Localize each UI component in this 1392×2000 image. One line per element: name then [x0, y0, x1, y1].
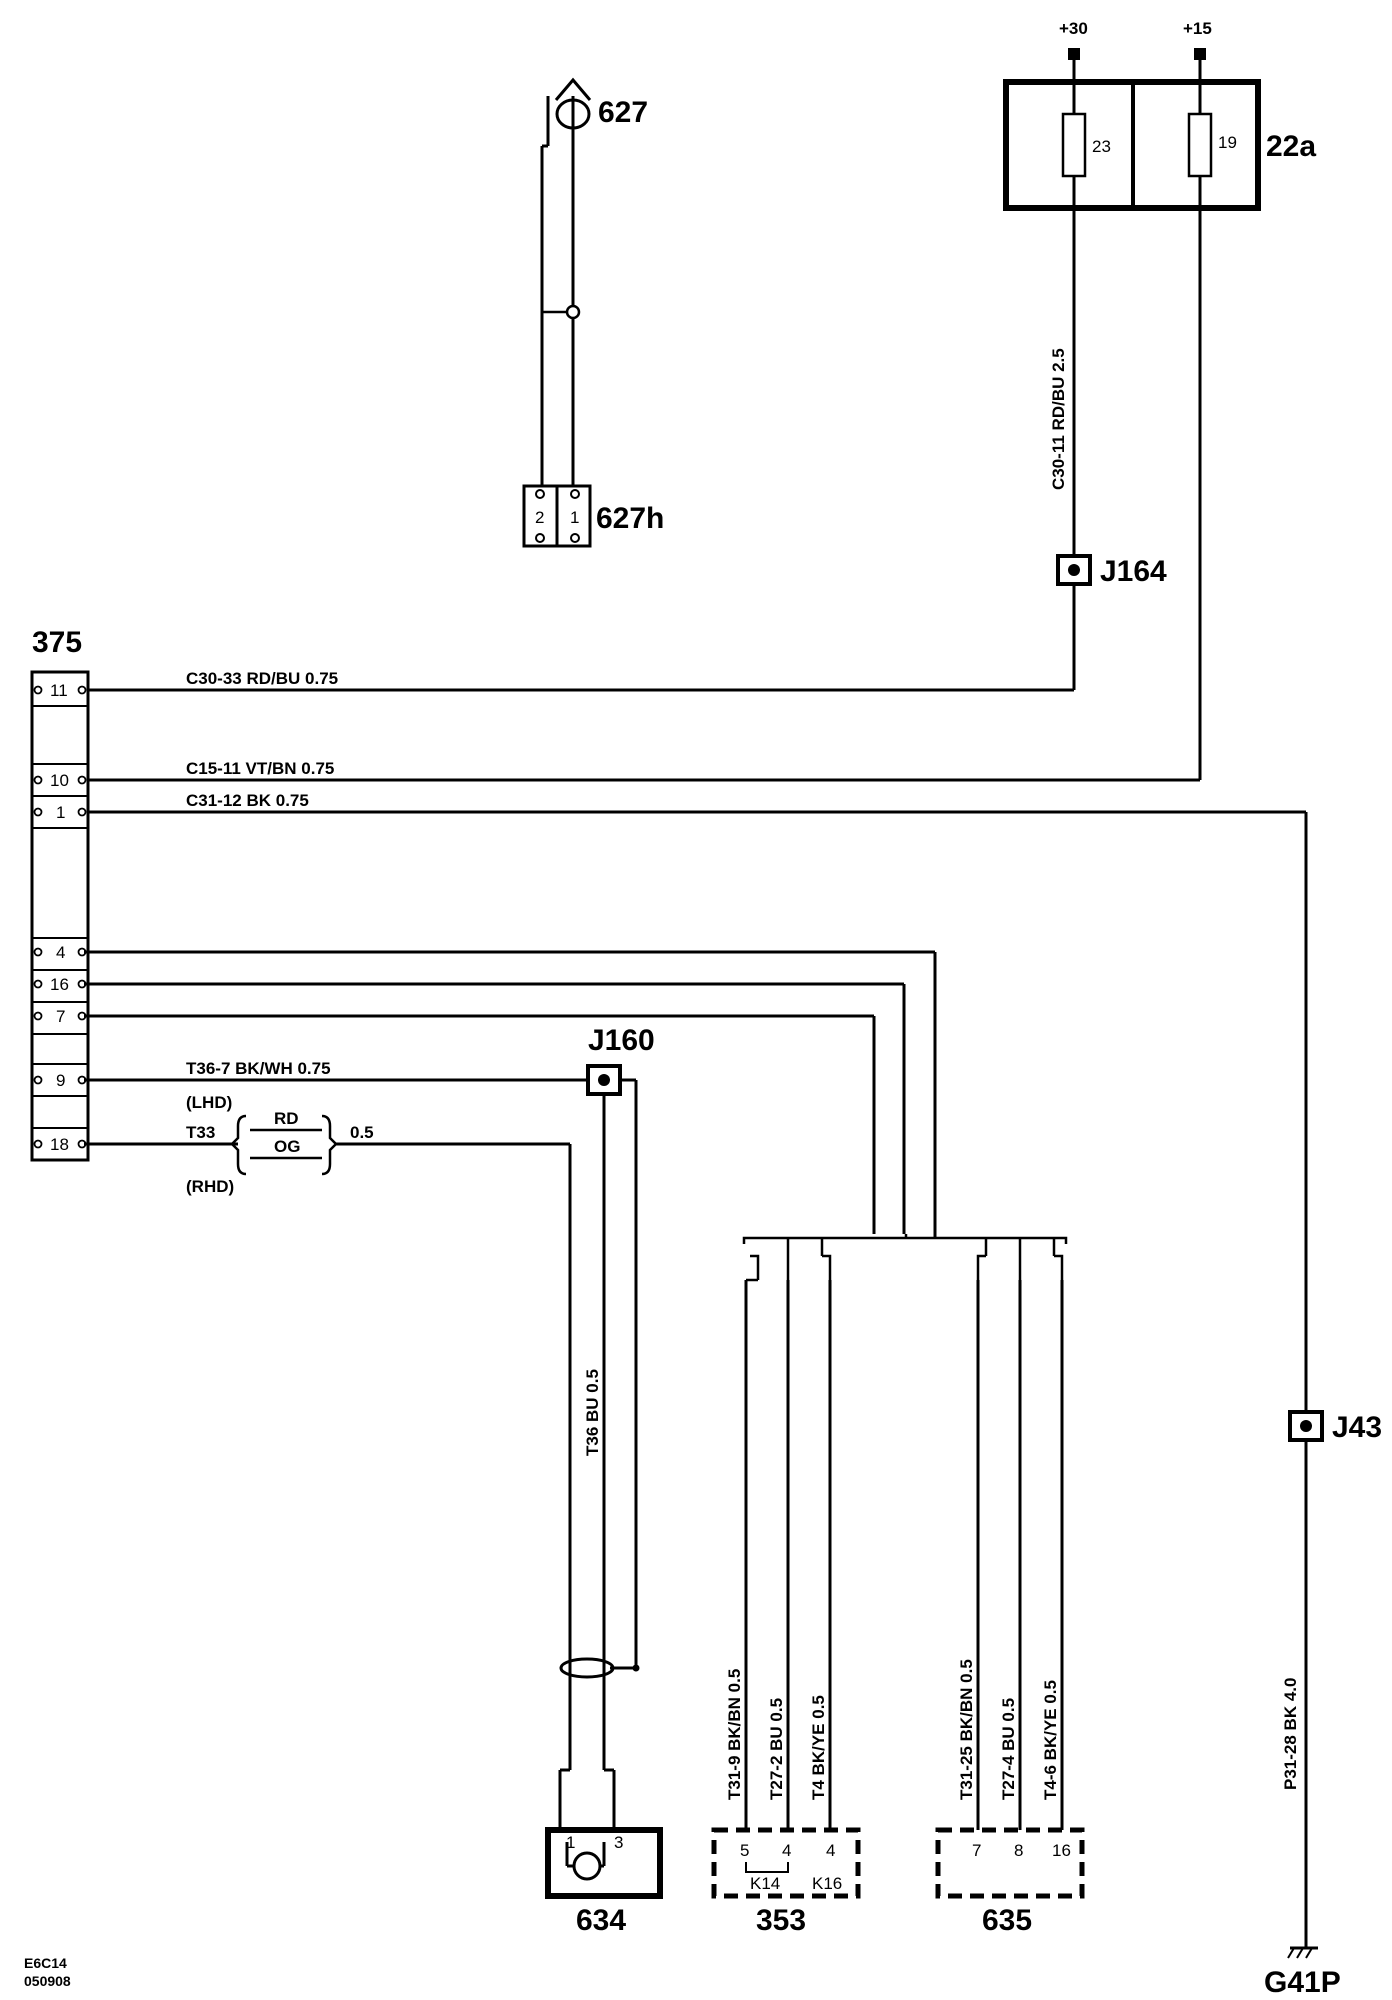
fuse-box-22a	[1003, 48, 1261, 211]
component-635-pin-8: 8	[1014, 1841, 1023, 1860]
connector-627h-label: 627h	[596, 502, 664, 535]
junction-j43	[1288, 1410, 1324, 1442]
fuse-box-22a-label: 22a	[1266, 130, 1316, 163]
connector-627h	[522, 484, 592, 548]
junction-j160-label: J160	[588, 1024, 655, 1057]
junction-j164	[1056, 554, 1092, 586]
wire-c15-11-label: C15-11 VT/BN 0.75	[186, 759, 334, 778]
antenna-627	[540, 77, 592, 490]
connector-375-pin-10: 10	[50, 771, 69, 790]
connector-375-label: 375	[32, 626, 82, 659]
variant-rd-label: RD	[274, 1109, 299, 1128]
fuse-23	[1061, 112, 1087, 178]
component-353	[711, 1827, 861, 1899]
component-634-pin-1: 1	[566, 1833, 575, 1852]
supply-plus30-label: +30	[1059, 19, 1088, 38]
wire-t27-4-label: T27-4 BU 0.5	[999, 1698, 1018, 1800]
variant-og-label: OG	[274, 1137, 300, 1156]
component-353-pin-5: 5	[740, 1841, 749, 1860]
connector-375-pin-7: 7	[56, 1007, 65, 1026]
connector-375	[30, 670, 90, 1162]
wire-t27-2-label: T27-2 BU 0.5	[767, 1698, 786, 1800]
wire-t4-6-label: T4-6 BK/YE 0.5	[1041, 1680, 1060, 1800]
wire-t31-25-label: T31-25 BK/BN 0.5	[957, 1659, 976, 1800]
component-634-label: 634	[576, 1904, 626, 1937]
component-635-pin-16: 16	[1052, 1841, 1071, 1860]
antenna-627-label: 627	[598, 96, 648, 129]
wire-t33-size-label: 0.5	[350, 1123, 374, 1142]
component-353-k14: K14	[750, 1874, 780, 1893]
junction-j164-label: J164	[1100, 555, 1167, 588]
component-635	[935, 1827, 1085, 1899]
junction-j43-label: J43	[1332, 1411, 1382, 1444]
ground-symbol	[1287, 1946, 1318, 1959]
wire-t31-9-label: T31-9 BK/BN 0.5	[725, 1669, 744, 1800]
wire-t33-label: T33	[186, 1123, 215, 1142]
wire-c31-12-label: C31-12 BK 0.75	[186, 791, 309, 810]
junction-j160	[586, 1064, 622, 1096]
component-635-pin-7: 7	[972, 1841, 981, 1860]
component-353-label: 353	[756, 1904, 806, 1937]
wire-c30-11-label: C30-11 RD/BU 2.5	[1049, 348, 1068, 490]
component-635-label: 635	[982, 1904, 1032, 1937]
wire-t4-label: T4 BK/YE 0.5	[809, 1695, 828, 1800]
footer-code: E6C14	[24, 1955, 67, 1971]
component-353-pin-4a: 4	[782, 1841, 791, 1860]
supply-plus15-label: +15	[1183, 19, 1212, 38]
component-634	[545, 1827, 663, 1899]
component-353-pin-4b: 4	[826, 1841, 835, 1860]
connector-375-pin-18: 18	[50, 1135, 69, 1154]
connector-627h-pin-1: 1	[570, 508, 579, 527]
connector-375-pin-16: 16	[50, 975, 69, 994]
variant-lhd-label: (LHD)	[186, 1093, 232, 1112]
wire-p31-28-label: P31-28 BK 4.0	[1281, 1678, 1300, 1790]
fuse-23-label: 23	[1092, 137, 1111, 156]
fuse-19-label: 19	[1218, 133, 1237, 152]
wire-t36-label: T36 BU 0.5	[583, 1369, 602, 1456]
connector-375-pin-9: 9	[56, 1071, 65, 1090]
connector-375-pin-1: 1	[56, 803, 65, 822]
component-353-k16: K16	[812, 1874, 842, 1893]
wire-t36-7-label: T36-7 BK/WH 0.75	[186, 1059, 331, 1078]
ground-g41p-label: G41P	[1264, 1966, 1341, 1999]
shield-sleeve	[559, 1657, 615, 1679]
wire-c30-33-label: C30-33 RD/BU 0.75	[186, 669, 338, 688]
harness-splitter	[742, 1234, 1068, 1282]
footer-date: 050908	[24, 1973, 71, 1989]
connector-627h-pin-2: 2	[535, 508, 544, 527]
fuse-19	[1187, 112, 1213, 178]
connector-375-pin-4: 4	[56, 943, 65, 962]
component-634-pin-3: 3	[614, 1833, 623, 1852]
variant-rhd-label: (RHD)	[186, 1177, 234, 1196]
connector-375-pin-11: 11	[50, 681, 68, 700]
